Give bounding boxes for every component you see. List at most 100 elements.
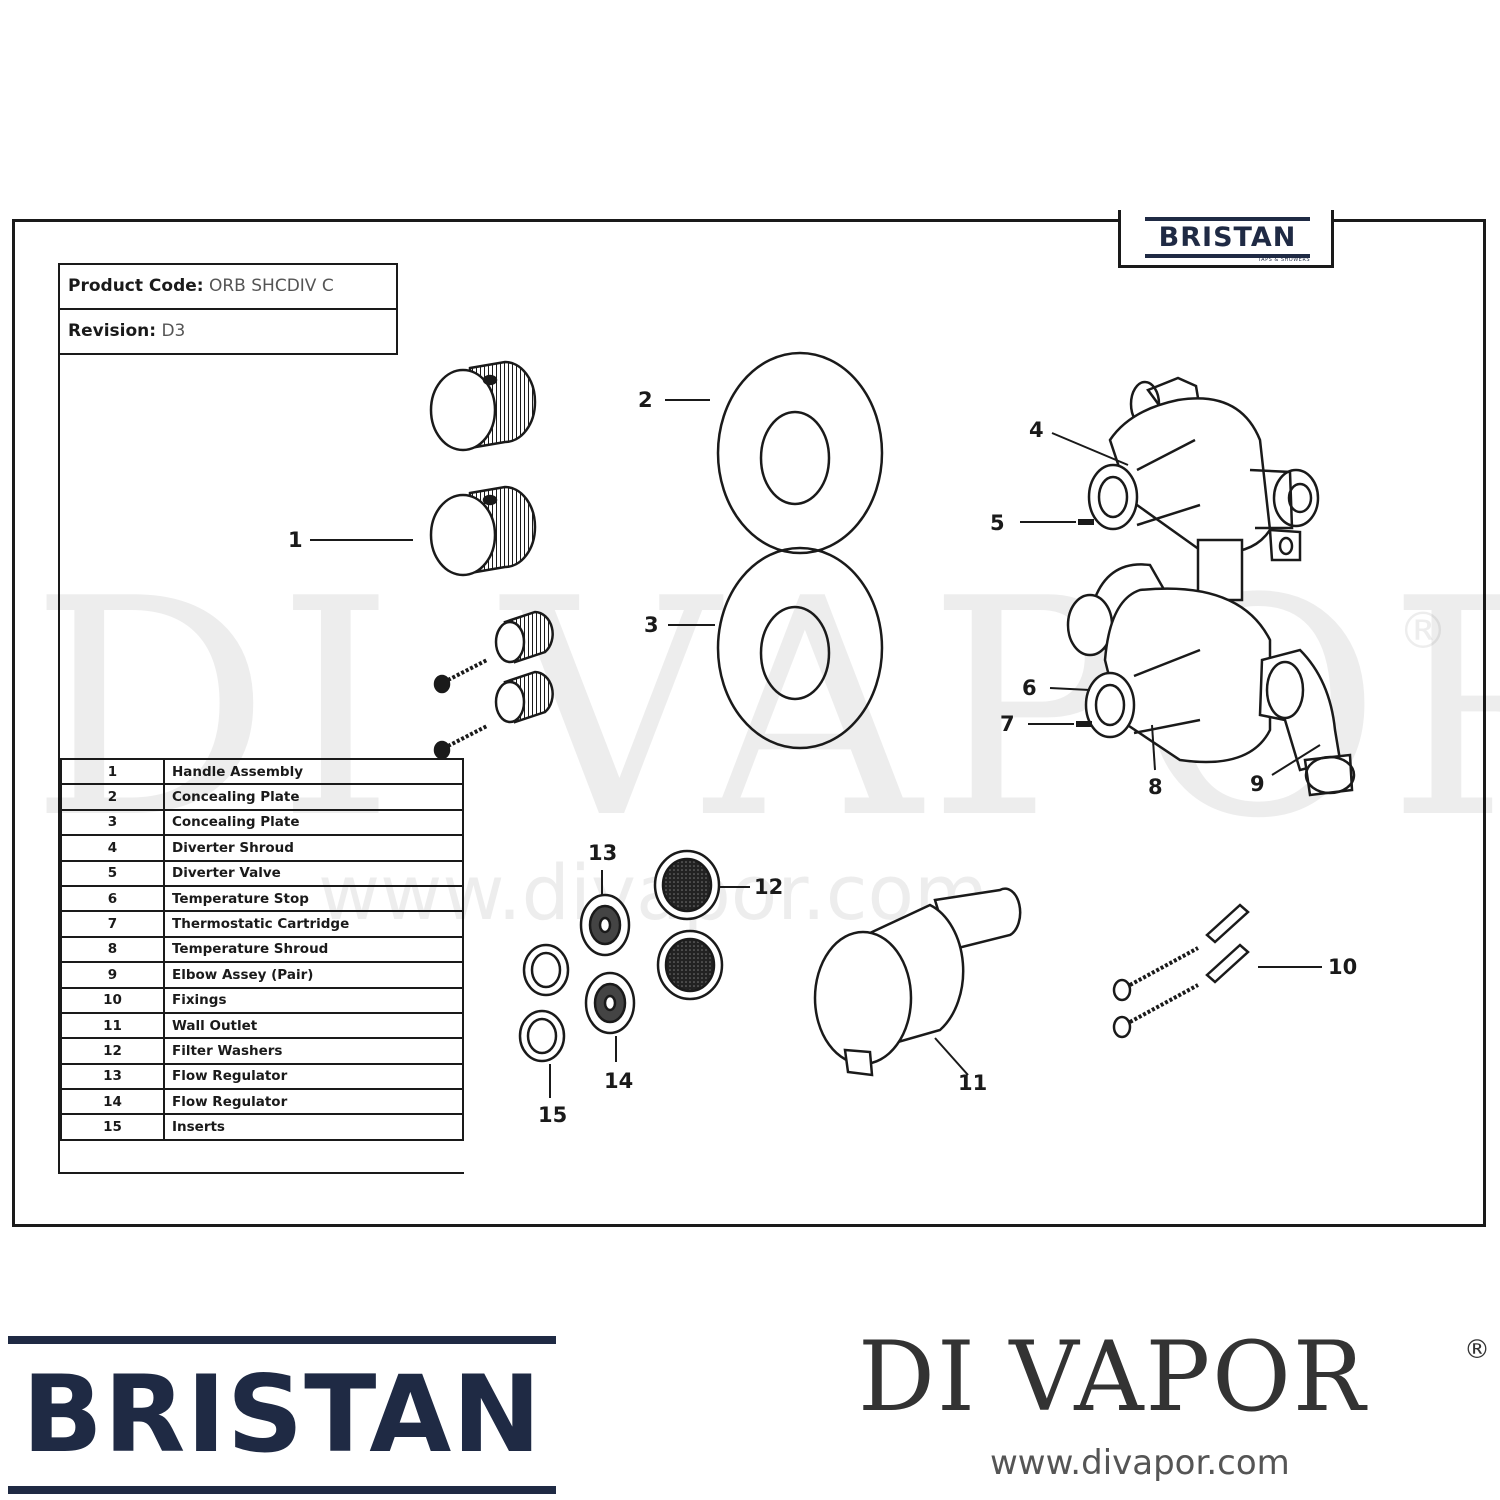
part-description: Concealing Plate [163,808,464,837]
part-description: Thermostatic Cartridge [163,910,464,938]
bristan-tagline: TAPS & SHOWERS [1258,257,1310,263]
leader-lines [310,399,1322,1098]
part-description: Diverter Shroud [163,834,464,862]
callout-3: 3 [644,613,659,637]
part-number: 7 [60,910,165,938]
callout-11: 11 [958,1071,987,1095]
part-number: 15 [60,1113,165,1141]
flow-regulator-lower [584,971,636,1035]
part-description: Elbow Assey (Pair) [163,961,464,989]
fixing-plug-upper [1205,903,1250,944]
callout-14: 14 [604,1069,633,1093]
callout-5: 5 [990,511,1005,535]
part-description: Wall Outlet [163,1011,464,1040]
callout-12: 12 [754,875,783,899]
bristan-logo-bar-top [8,1336,556,1344]
insert-upper [522,943,570,997]
part-number: 9 [60,961,165,989]
fixing-screw-upper [1112,946,1199,1002]
divapor-url: www.divapor.com [990,1443,1290,1483]
part-description: Handle Assembly [163,757,464,786]
bristan-logo-small-text: BRISTAN [1158,222,1297,253]
part-description: Flow Regulator [163,1088,464,1116]
callout-9: 9 [1250,772,1265,796]
revision-value: D3 [161,321,186,341]
concealing-plate-upper [716,351,884,555]
filter-washer-upper [653,849,721,921]
part-description: Diverter Valve [163,859,464,887]
part-description: Temperature Shroud [163,935,464,964]
part-number: 13 [60,1062,165,1091]
inner-bottom-rule [58,1172,464,1174]
part-description: Temperature Stop [163,884,464,913]
product-info-box: Product Code: ORB SHCDIV C Revision: D3 [58,263,398,355]
spline-adaptor-upper [494,610,554,664]
valve-body-assembly [1066,376,1356,797]
callout-6: 6 [1022,676,1037,700]
fixing-plug-lower [1205,943,1250,984]
logo-bar-top [1145,217,1310,221]
insert-lower [518,1009,566,1063]
callout-7: 7 [1000,712,1015,736]
part-description: Flow Regulator [163,1062,464,1091]
part-number: 12 [60,1037,165,1065]
divapor-logo: DI VAPOR ® www.divapor.com [858,1321,1498,1483]
part-number: 4 [60,834,165,862]
callout-15: 15 [538,1103,567,1127]
fixing-screw-lower [1112,983,1199,1039]
bristan-logo-large-text: BRISTAN [21,1353,543,1476]
watermark-registered: ® [1398,602,1448,660]
callout-2: 2 [638,388,653,412]
logo-bar-bottom [1145,254,1310,258]
part-number: 1 [60,757,165,786]
part-number: 8 [60,935,165,964]
bristan-logo-small: BRISTAN TAPS & SHOWERS [1145,217,1310,265]
inner-left-rule [58,306,60,1172]
part-description: Concealing Plate [163,783,464,811]
callout-13: 13 [588,841,617,865]
handle-knob-upper [429,360,537,452]
wall-outlet [813,887,1022,1077]
bristan-logo-large: BRISTAN [8,1336,556,1494]
part-number: 6 [60,884,165,913]
spline-adaptor-lower [494,670,554,724]
callout-4: 4 [1029,418,1044,442]
bristan-logo-bar-bottom [8,1486,556,1494]
flow-regulator-upper [579,893,631,957]
filter-washer-lower [656,929,724,1001]
handle-screw-upper [433,658,488,694]
product-code-row: Product Code: ORB SHCDIV C [60,265,396,310]
part-number: 3 [60,808,165,837]
product-code-value: ORB SHCDIV C [208,276,334,296]
part-number: 10 [60,986,165,1014]
part-number: 14 [60,1088,165,1116]
revision-label: Revision: [68,321,157,341]
divapor-logo-text: DI VAPOR [858,1321,1368,1433]
part-description: Filter Washers [163,1037,464,1065]
divapor-registered-mark: ® [1464,1335,1490,1365]
callout-1: 1 [288,528,303,552]
handle-knob-lower [429,485,537,577]
handle-screw-lower [433,724,488,760]
product-code-label: Product Code: [68,276,204,296]
revision-row: Revision: D3 [60,310,396,353]
callout-10: 10 [1328,955,1357,979]
part-number: 5 [60,859,165,887]
part-description: Inserts [163,1113,464,1141]
part-description: Fixings [163,986,464,1014]
